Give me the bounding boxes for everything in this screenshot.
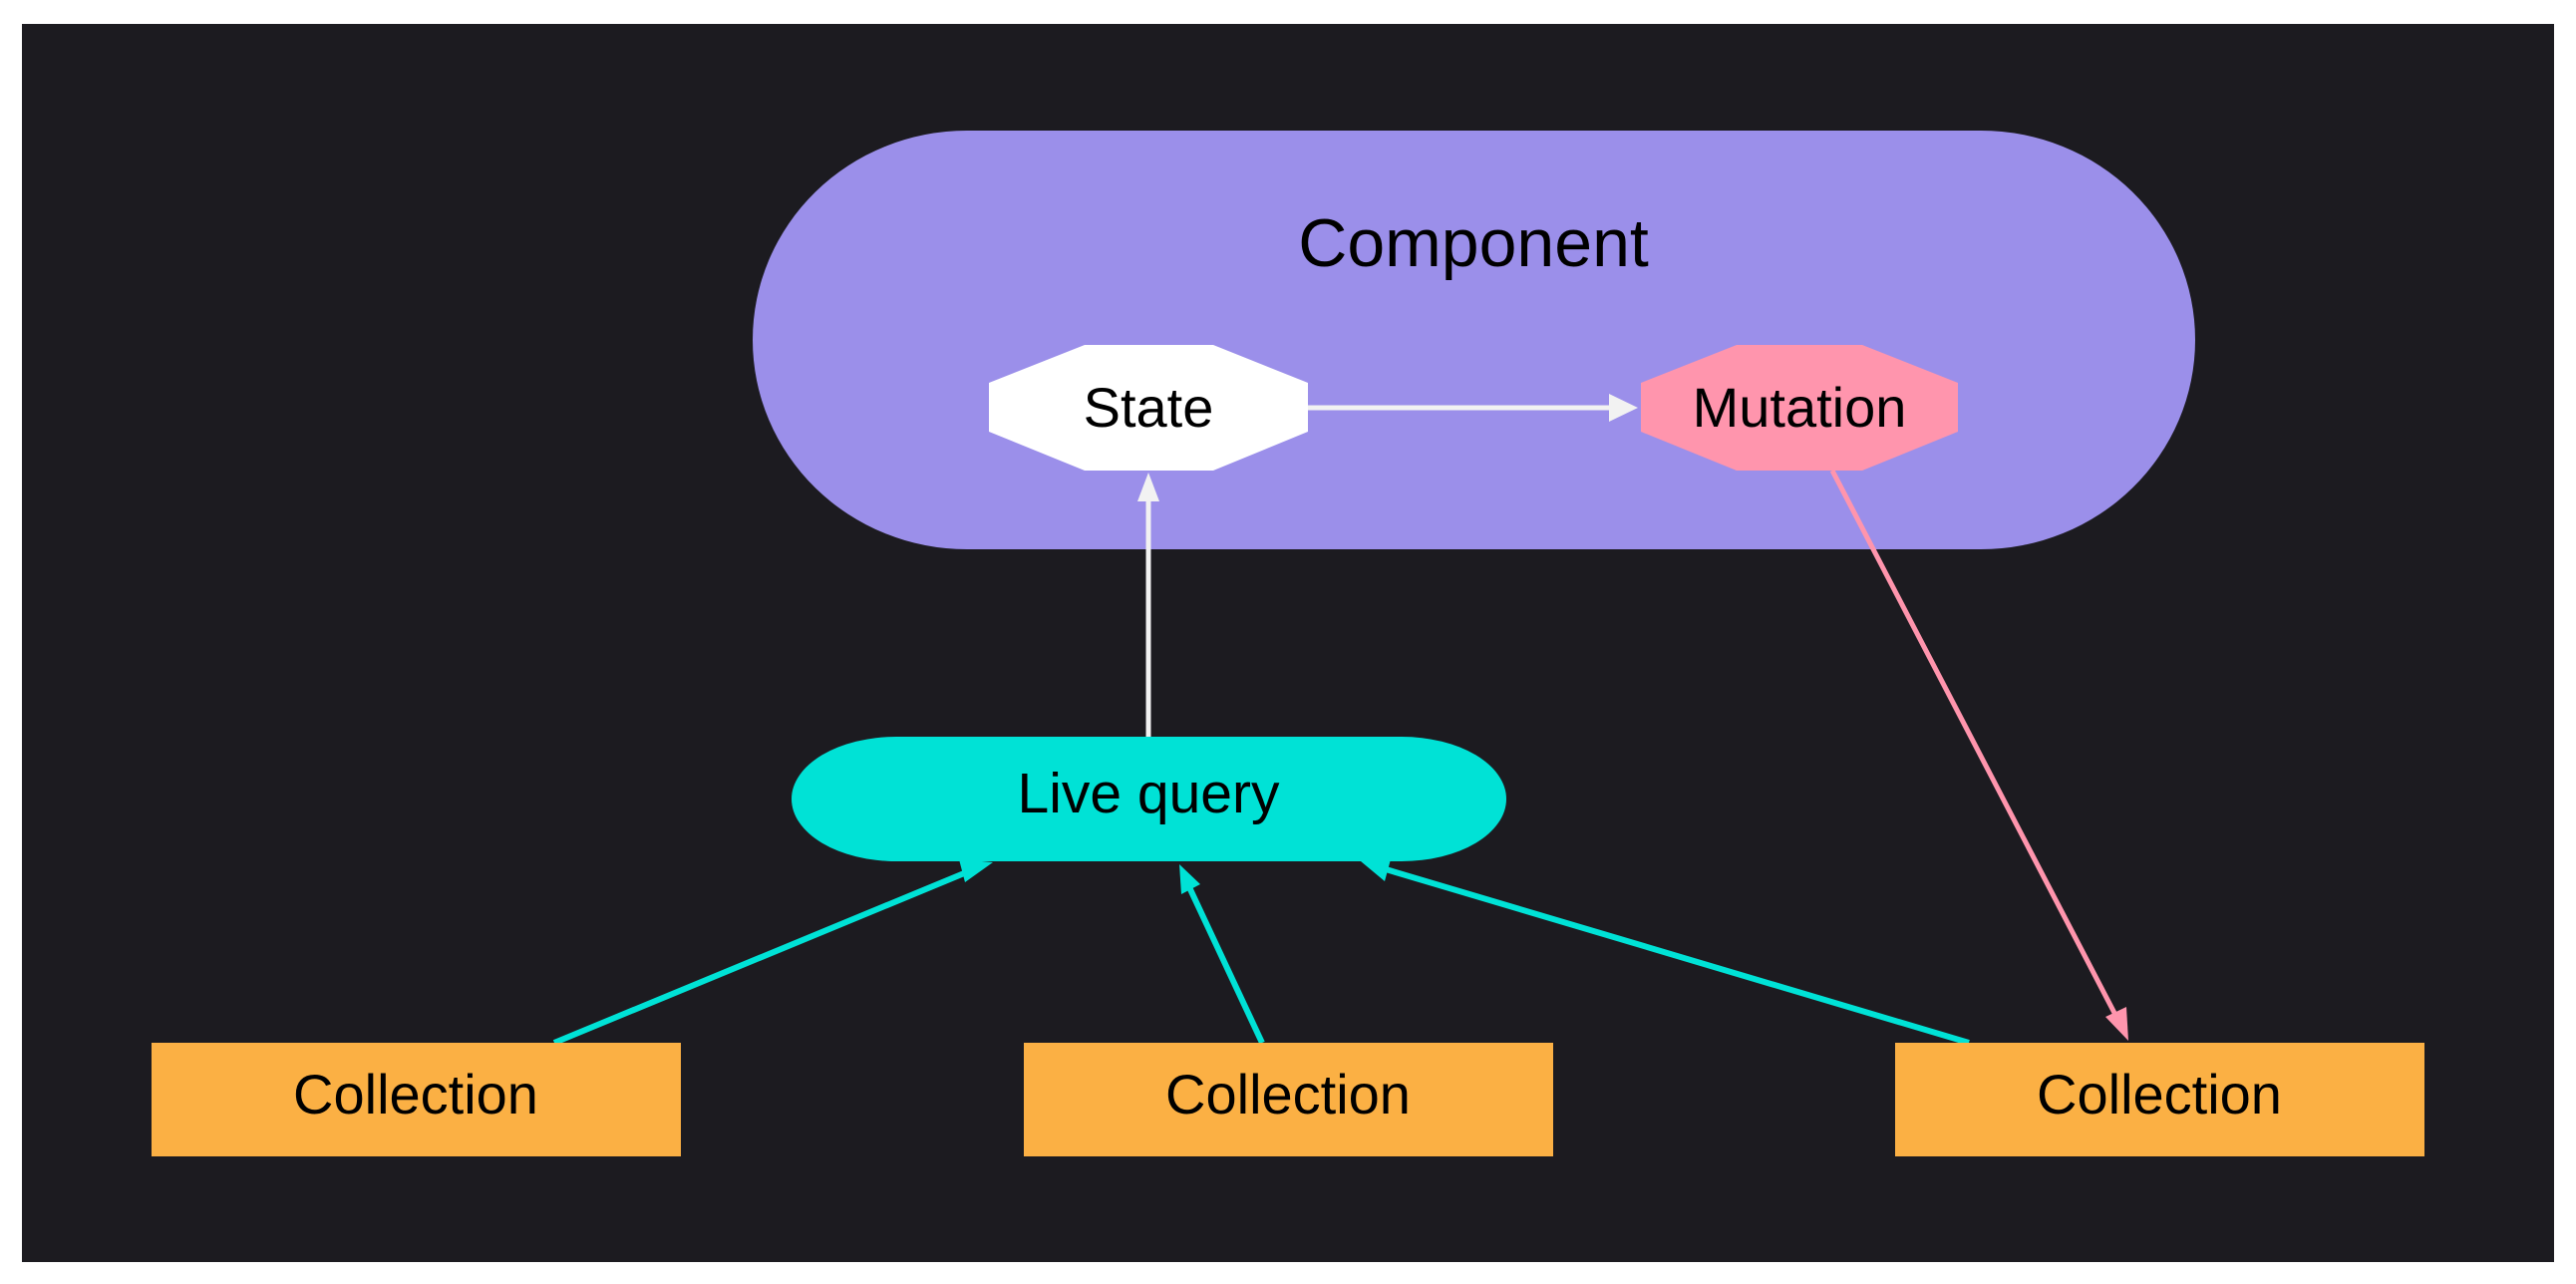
component-container [753,131,2195,549]
collection-node-3 [1895,1043,2424,1156]
edge-collection-2-to-livequery [1186,885,1265,1045]
arrowhead-livequery-to-state [1137,473,1159,501]
component-label: Component [1298,205,1649,281]
arrowhead-collection-2-to-livequery [1179,864,1200,894]
state-node [989,345,1308,471]
collection-label-1: Collection [293,1063,538,1125]
mutation-label: Mutation [1693,376,1907,439]
arrowhead-collection-1-to-livequery [959,859,993,882]
live-query-node [792,737,1506,861]
mutation-node [1641,345,1958,471]
arrowhead-collection-3-to-livequery [1361,859,1391,881]
live-query-label: Live query [1018,762,1280,825]
edge-mutation-to-collection-3 [1829,469,2118,1017]
arrowhead-state-to-mutation [1609,394,1638,422]
edge-collection-1-to-livequery [552,868,971,1046]
arrowhead-mutation-to-collection-3 [2105,1007,2128,1041]
collection-node-2 [1024,1043,1553,1156]
collection-node-1 [152,1043,681,1156]
state-label: State [1084,376,1214,439]
collection-label-3: Collection [2037,1063,2282,1125]
collection-label-2: Collection [1165,1063,1411,1125]
edge-collection-3-to-livequery [1385,866,1970,1046]
